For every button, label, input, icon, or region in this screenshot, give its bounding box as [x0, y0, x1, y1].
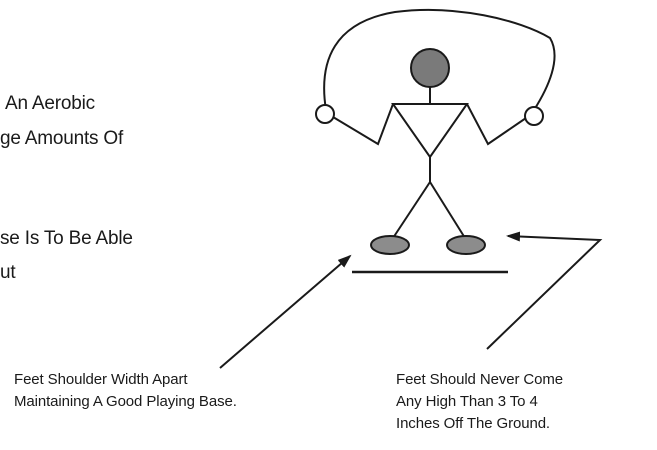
feet-width-caption: Feet Shoulder Width Apart Maintaining A …: [14, 371, 237, 410]
left-text-line-2: ge Amounts Of: [0, 128, 124, 149]
figure-torso: [391, 103, 469, 159]
feet-height-caption: Feet Should Never Come Any High Than 3 T…: [396, 371, 564, 432]
figure-left-leg: [392, 181, 431, 239]
figure-right-arm: [466, 103, 527, 146]
left-text-line-1: An Aerobic: [5, 93, 95, 114]
left-text-line-3: se Is To Be Able: [0, 228, 133, 249]
figure-left-foot: [370, 235, 410, 255]
feet-width-arrow: [219, 254, 352, 369]
left-rope-handle: [315, 104, 335, 124]
left-text-line-4: ut: [0, 262, 16, 283]
feet-height-arrow-line: [486, 231, 603, 350]
figure-left-arm: [332, 103, 394, 146]
figure-head: [410, 48, 450, 88]
right-rope-handle: [524, 106, 544, 126]
figure-right-foot: [446, 235, 486, 255]
figure-right-leg: [429, 181, 466, 239]
jump-rope: [323, 8, 556, 111]
